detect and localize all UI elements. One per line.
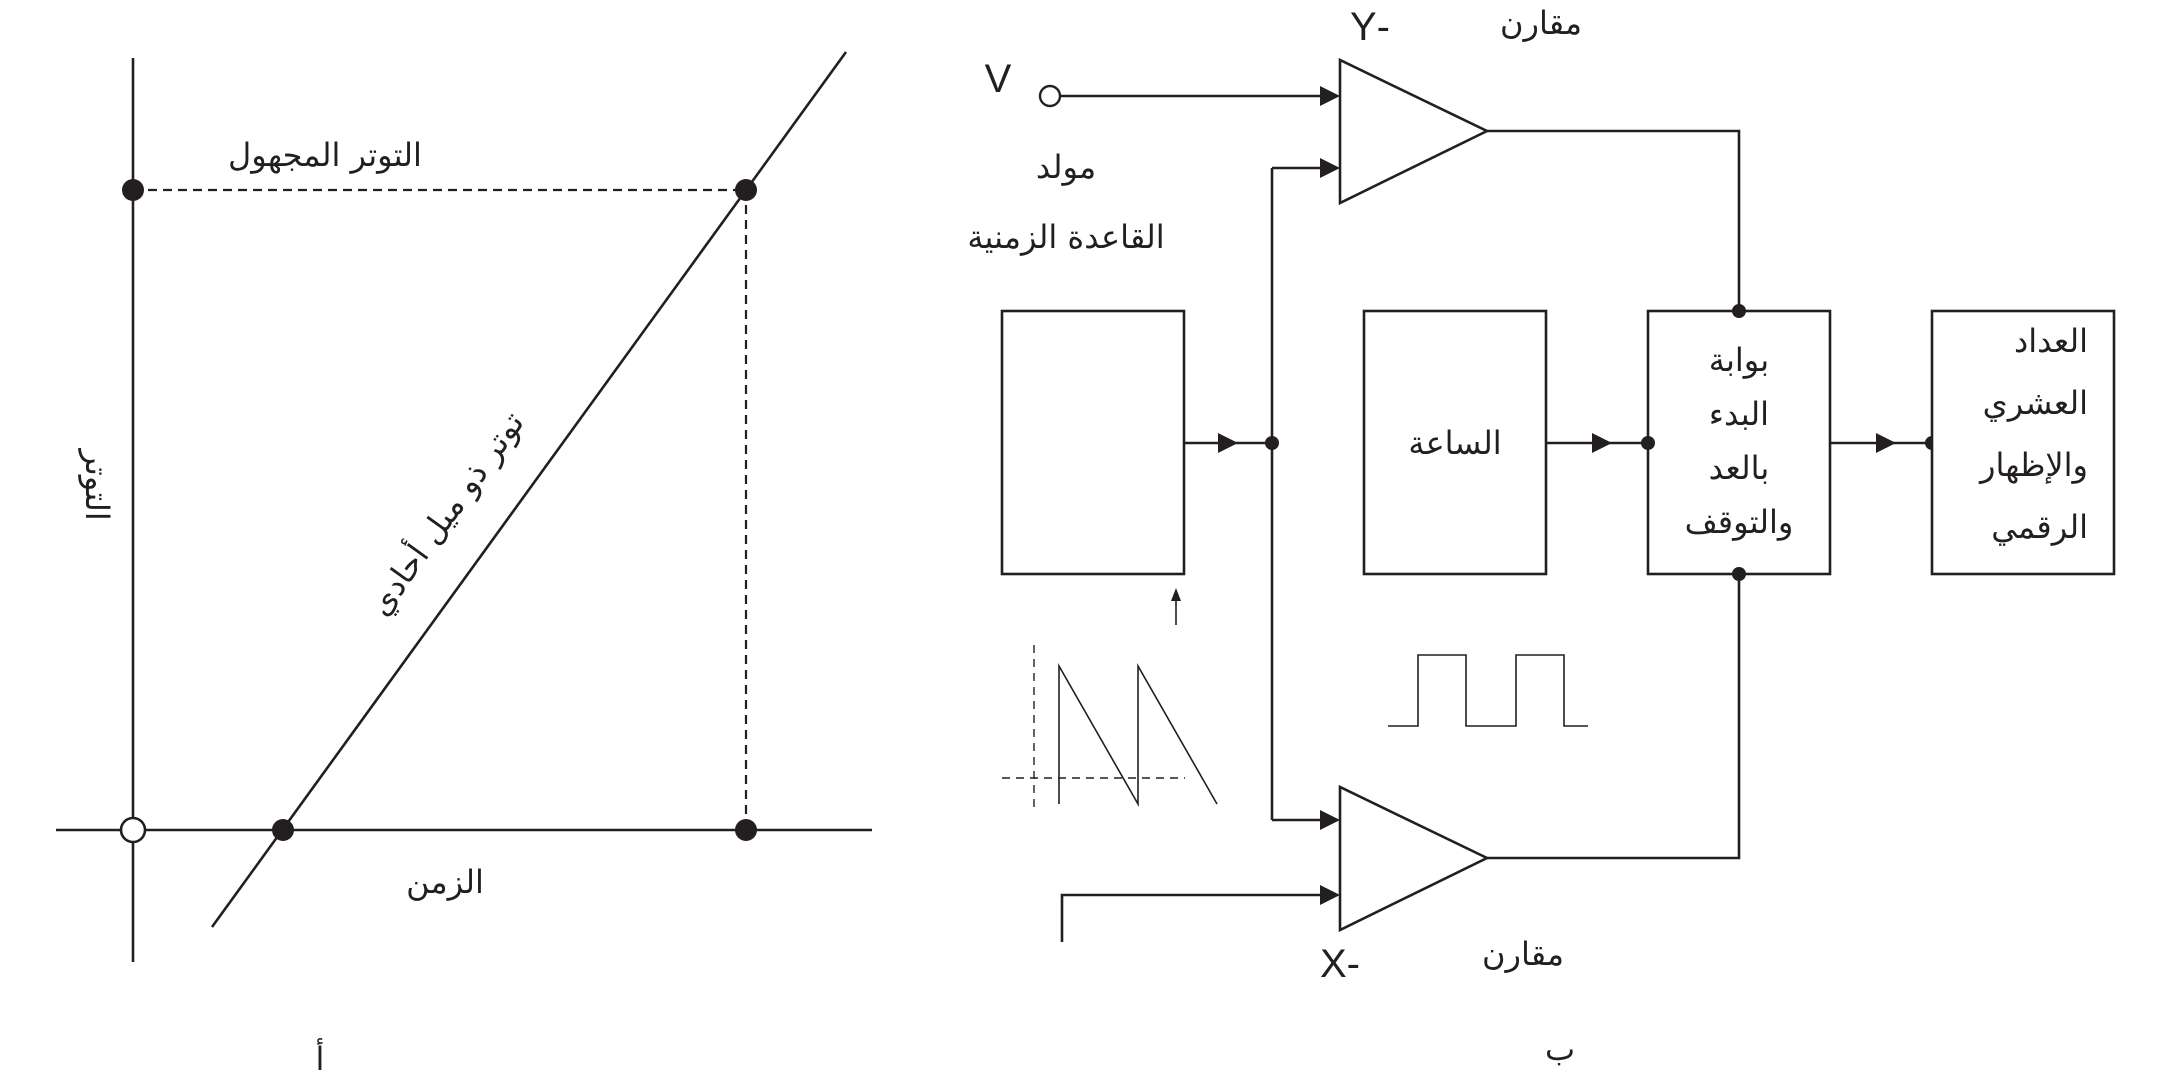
ramp-start-point [272, 819, 294, 841]
panel-a-caption: أ [316, 1038, 325, 1078]
counter-label-line: العشري [1983, 384, 2088, 422]
gate-label-line: بوابة [1709, 341, 1769, 379]
arrowhead [1320, 885, 1340, 905]
arrowhead [1218, 433, 1238, 453]
comparator-y-output-wire [1487, 129, 1741, 311]
ramp-label: توتر ذو ميل أحادي [359, 403, 532, 622]
square-wave-signal [1388, 654, 1588, 727]
gate-label-line: والتوقف [1685, 503, 1794, 541]
comparator-x-label: مقارن [1482, 935, 1564, 973]
comparator-y [1338, 57, 1490, 206]
origin-point [119, 816, 147, 844]
comparator-x-tag: -X [1320, 942, 1360, 986]
arrowhead [1320, 158, 1340, 178]
counter-label-line: العداد [2014, 322, 2088, 360]
timebase-label-line2: القاعدة الزمنية [967, 218, 1164, 256]
arrowhead [1320, 86, 1340, 106]
panel-a: التوتر المجهول الزمن التوتر توتر ذو ميل … [56, 51, 872, 1078]
junction-dot [1641, 436, 1655, 450]
input-v-label: V [985, 57, 1012, 101]
comparator-y-tag: -Y [1350, 5, 1390, 49]
sawtooth-waveform [1002, 645, 1218, 812]
clock-label: الساعة [1408, 424, 1501, 462]
comparator-y-label: مقارن [1500, 4, 1582, 42]
arrowhead [1171, 588, 1181, 601]
input-v-terminal [1038, 84, 1062, 108]
arrowhead [1320, 810, 1340, 830]
gate-label-line: البدء [1709, 395, 1769, 433]
timebase-label-line1: مولد [1036, 148, 1096, 186]
counter-label-line: والإظهار [1978, 446, 2088, 484]
junction-dot [1265, 436, 1279, 450]
voltage-axis-label: التوتر [78, 447, 116, 520]
comparator-x [1338, 784, 1490, 933]
panel-b-caption: ب [1545, 1030, 1575, 1068]
arrowhead [1592, 433, 1612, 453]
decimal-counter-display-block [1930, 309, 2116, 576]
unknown-voltage-point [122, 179, 144, 201]
stop-time-point [735, 819, 757, 841]
comparator-x-input-wire [1060, 893, 1322, 942]
arrowhead [1876, 433, 1896, 453]
comparator-x-output-wire [1487, 574, 1741, 860]
gate-label-line: بالعد [1709, 449, 1770, 487]
unknown-voltage-label: التوتر المجهول [228, 136, 422, 174]
crossing-point [735, 179, 757, 201]
timebase-generator-block [1000, 309, 1186, 576]
clock-block [1362, 309, 1548, 576]
sawtooth-signal [1058, 662, 1218, 808]
counter-label-line: الرقمي [1991, 508, 2088, 546]
panel-b: V مقارن -Y مقارن -X مولد القاعدة الزمنية [967, 4, 2116, 1068]
time-axis-label: الزمن [406, 863, 484, 901]
